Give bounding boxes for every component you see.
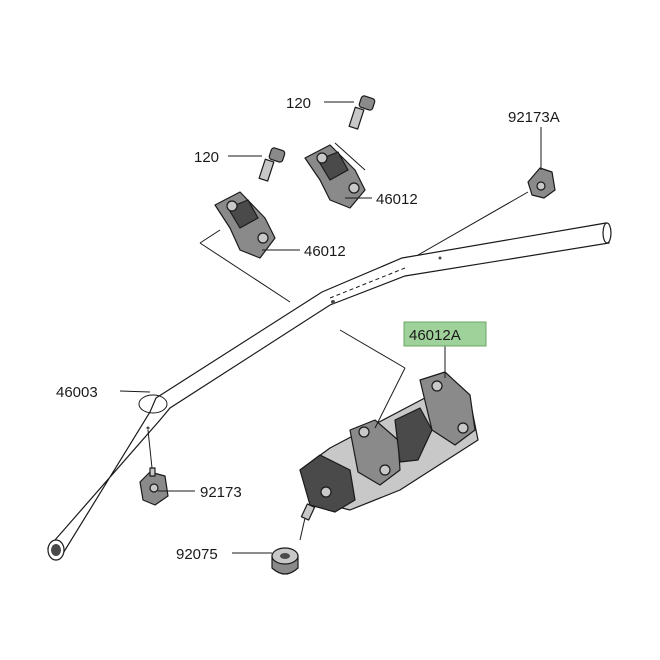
callout-handlebar-holder: 46012A	[409, 327, 461, 344]
leader-lines	[119, 101, 542, 554]
callout-damper: 92075	[176, 546, 218, 563]
holder-cap-lower-icon	[214, 191, 276, 259]
damper-icon	[271, 547, 299, 575]
bolt-upper-icon	[348, 95, 376, 130]
clamp-left-icon	[139, 467, 169, 506]
callout-holder-lower: 46012	[304, 243, 346, 260]
callout-clamp-right: 92173A	[508, 109, 560, 126]
callout-clamp-left: 92173	[200, 484, 242, 501]
clamp-right-icon	[527, 167, 556, 199]
callout-highlight-box	[403, 321, 487, 347]
callout-bolt-upper: 120	[286, 95, 311, 112]
callout-handlebar: 46003	[56, 384, 98, 401]
bolt-lower-icon	[258, 147, 286, 182]
holder-cap-upper-icon	[304, 144, 366, 209]
handlebar-holder-assembly-icon	[299, 371, 479, 521]
handlebar-tube	[47, 222, 612, 561]
callout-holder-upper: 46012	[376, 191, 418, 208]
callout-bolt-lower: 120	[194, 149, 219, 166]
